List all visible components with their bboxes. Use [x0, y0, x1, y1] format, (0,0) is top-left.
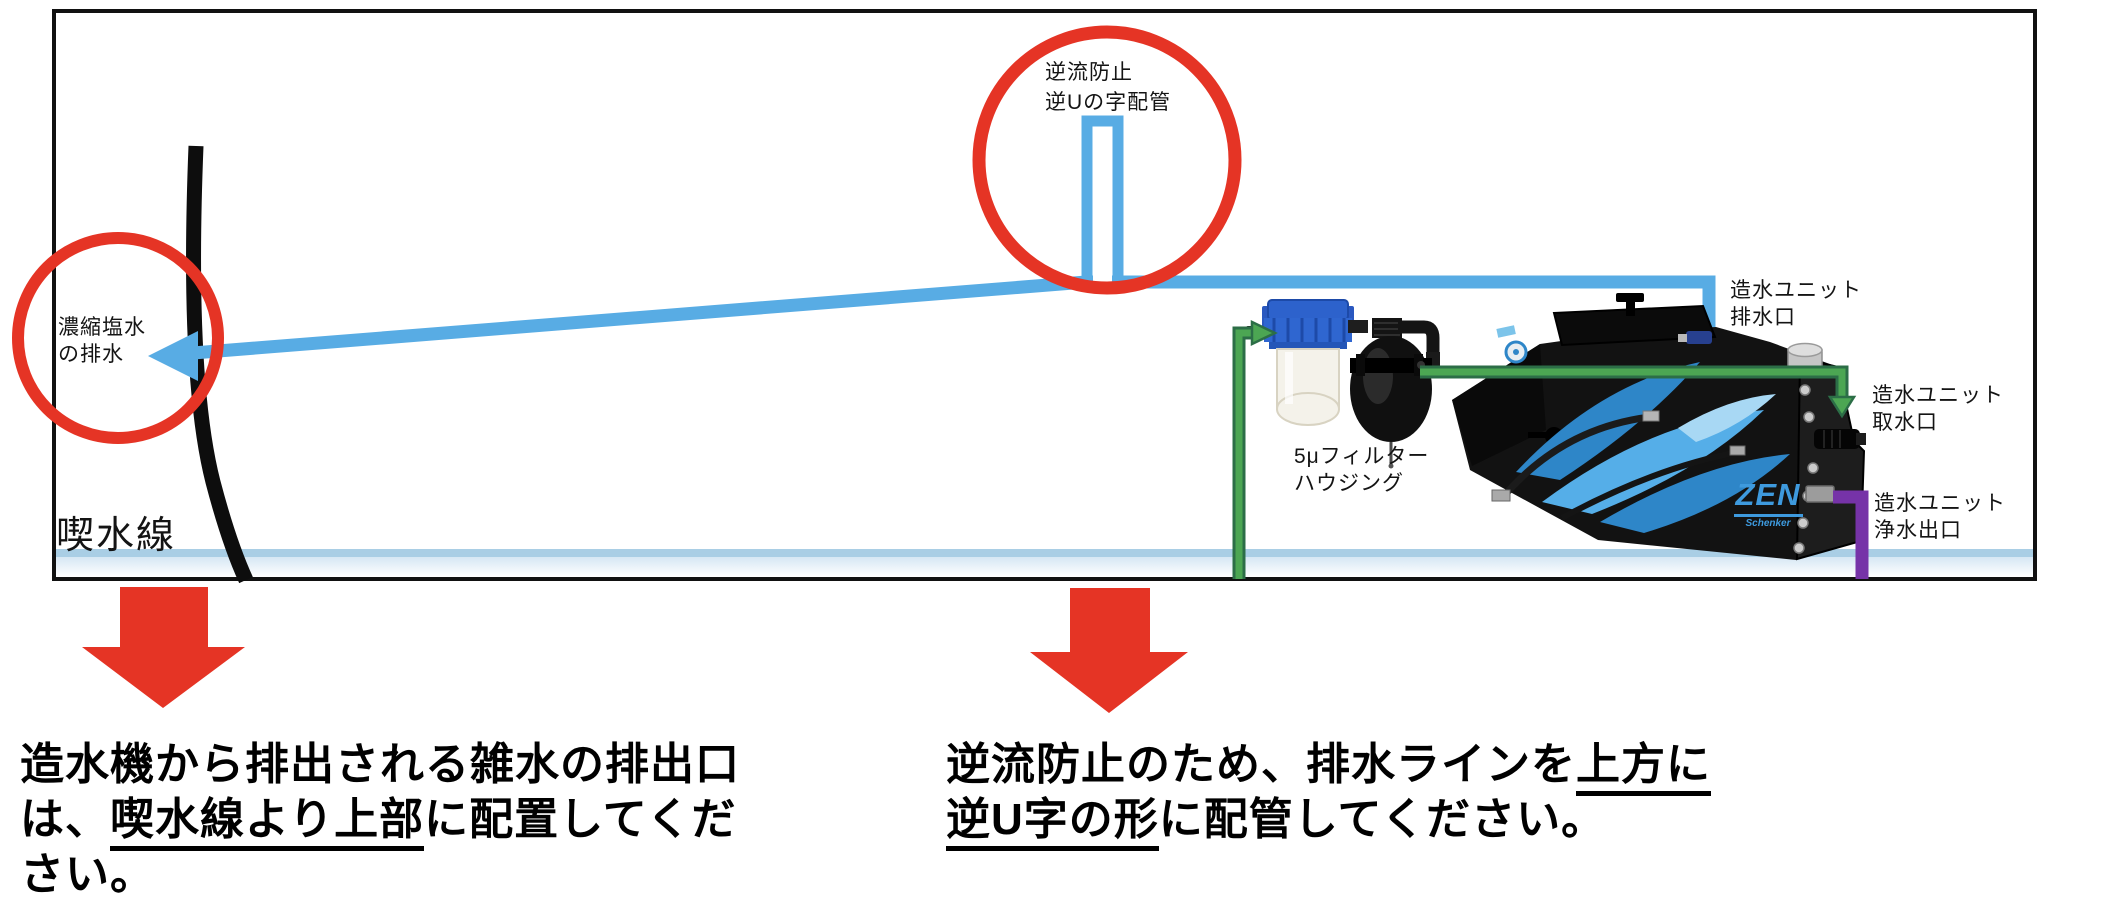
note-brine-outlet-placement: 造水機から排出される雑水の排出口は、喫水線より上部に配置してください。 — [20, 740, 740, 899]
feed-arrowhead — [1827, 395, 1857, 419]
intake-port-label: 造水ユニット 取水口 — [1872, 384, 2004, 434]
highlight-circle-brine-outlet — [12, 232, 224, 444]
product-port-label: 造水ユニット 浄水出口 — [1874, 492, 2006, 542]
waterline — [56, 549, 2033, 577]
hull-curve — [185, 145, 253, 584]
drain-port-barb — [1686, 331, 1712, 344]
watermaker-unit-photo — [1452, 293, 1866, 561]
intake-arrowhead — [1250, 320, 1278, 346]
inverted-u-label: 逆流防止 逆Uの字配管 — [1045, 61, 1172, 114]
intake-port-barb — [1814, 429, 1860, 449]
callout-arrow-middle — [1030, 588, 1188, 713]
callout-arrow-left — [82, 587, 245, 708]
hose — [1500, 413, 1651, 500]
feed-pipe — [1420, 365, 1857, 419]
intake-pipe — [1232, 320, 1278, 579]
unit-logo-text: ZEN — [1733, 477, 1803, 517]
filter-housing-label: 5μフィルター ハウジング — [1294, 445, 1430, 495]
brine-discharge-pipe — [148, 115, 1716, 381]
unit-logo-subtext: Schenker — [1745, 518, 1791, 529]
brine-arrowhead — [148, 331, 198, 381]
accumulator-photo — [1350, 318, 1440, 469]
waterline-label: 喫水線 — [56, 515, 177, 557]
note-inverted-u-piping: 逆流防止のため、排水ラインを上方に逆U字の形に配管してください。 — [946, 737, 1711, 851]
inverted-u-pipe — [1081, 115, 1124, 291]
drain-port-label: 造水ユニット 排水口 — [1730, 279, 1862, 329]
brine-discharge-label: 濃縮塩水 の排水 — [58, 316, 146, 366]
product-port-fitting — [1805, 485, 1835, 503]
unit-logo: ZEN Schenker — [1732, 477, 1804, 529]
highlight-circle-inverted-u — [972, 25, 1242, 295]
product-water-pipe — [1833, 490, 1869, 579]
